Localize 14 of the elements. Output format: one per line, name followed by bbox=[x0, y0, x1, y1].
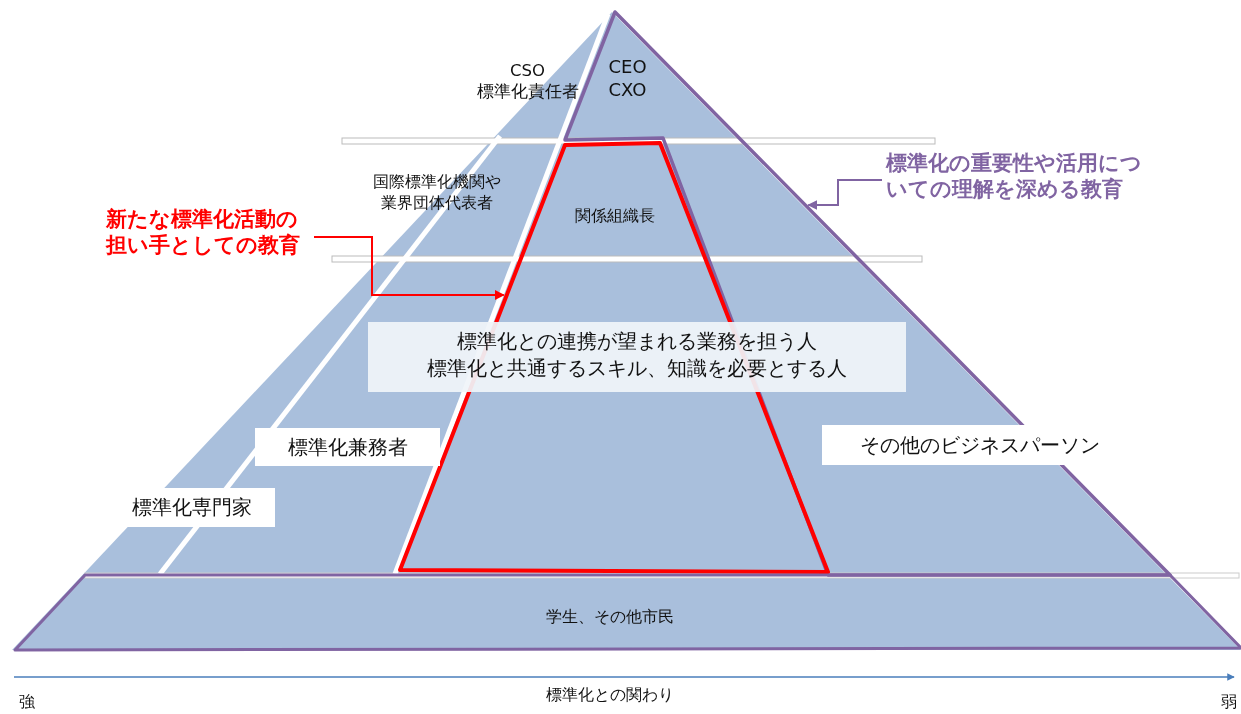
arrow bbox=[807, 179, 883, 210]
role-text: CSO 標準化責任者 bbox=[475, 60, 580, 103]
arrow bbox=[313, 236, 505, 300]
group-label: 学生、その他市民 bbox=[545, 607, 675, 627]
axis-label: 強 bbox=[18, 692, 36, 713]
category-label: 標準化兼務者 bbox=[255, 428, 440, 466]
role-text: CEO CXO bbox=[607, 56, 648, 101]
axis-label: 弱 bbox=[1220, 692, 1238, 713]
group-label: 関係組織長 bbox=[574, 206, 656, 226]
callout-text: 新たな標準化活動の担い手としての教育 bbox=[106, 206, 301, 259]
text-panel: 標準化との連携が望まれる業務を担う人 標準化と共通するスキル、知識を必要とする人 bbox=[368, 322, 906, 392]
role-text: 国際標準化機関や業界団体代表者 bbox=[372, 172, 502, 214]
callout-text: 標準化の重要性や活用についての理解を深める教育 bbox=[886, 150, 1143, 203]
axis-title: 標準化との関わり bbox=[545, 685, 675, 706]
